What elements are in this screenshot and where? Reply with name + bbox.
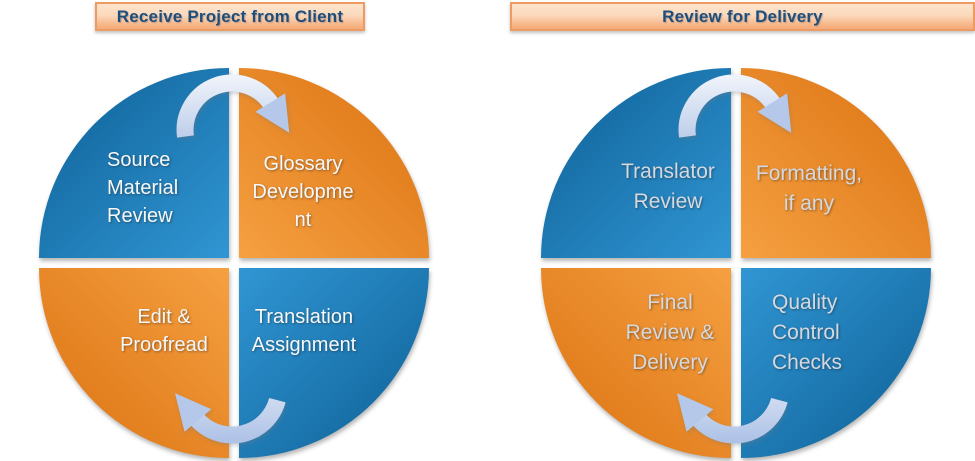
quadrant-label-source-material-review: Source Material Review	[107, 149, 179, 227]
right-diagram-title: Review for Delivery	[662, 6, 823, 26]
quadrant-label-edit-proofread: Edit & Proofread	[120, 306, 208, 356]
quadrant-label-final-review-delivery: Final Review & Delivery	[625, 291, 715, 374]
right-cycle-diagram	[541, 68, 931, 458]
clockwise-arrow-bottom-icon	[676, 393, 788, 444]
clockwise-arrow-bottom-icon	[174, 393, 286, 444]
quadrant-translation-assignment	[239, 268, 429, 458]
quadrant-label-translator-review: Translator Review	[621, 160, 715, 213]
clockwise-arrow-top-icon	[176, 74, 290, 138]
clockwise-arrow-top-icon	[678, 74, 792, 138]
quadrant-label-glossary-development: Glossary Developme nt	[252, 153, 354, 231]
quadrant-label-formatting-if-any: Formatting, if any	[755, 162, 863, 215]
quadrant-quality-control-checks	[741, 268, 931, 458]
quadrant-label-translation-assignment: Translation Assignment	[251, 306, 357, 356]
left-diagram-title-banner: Receive Project from Client	[95, 2, 365, 31]
left-cycle-diagram	[39, 68, 429, 458]
left-diagram-title: Receive Project from Client	[116, 6, 344, 26]
right-diagram-title-banner: Review for Delivery	[510, 2, 975, 31]
quadrant-label-quality-control-checks: Quality Control Checks	[772, 291, 843, 374]
